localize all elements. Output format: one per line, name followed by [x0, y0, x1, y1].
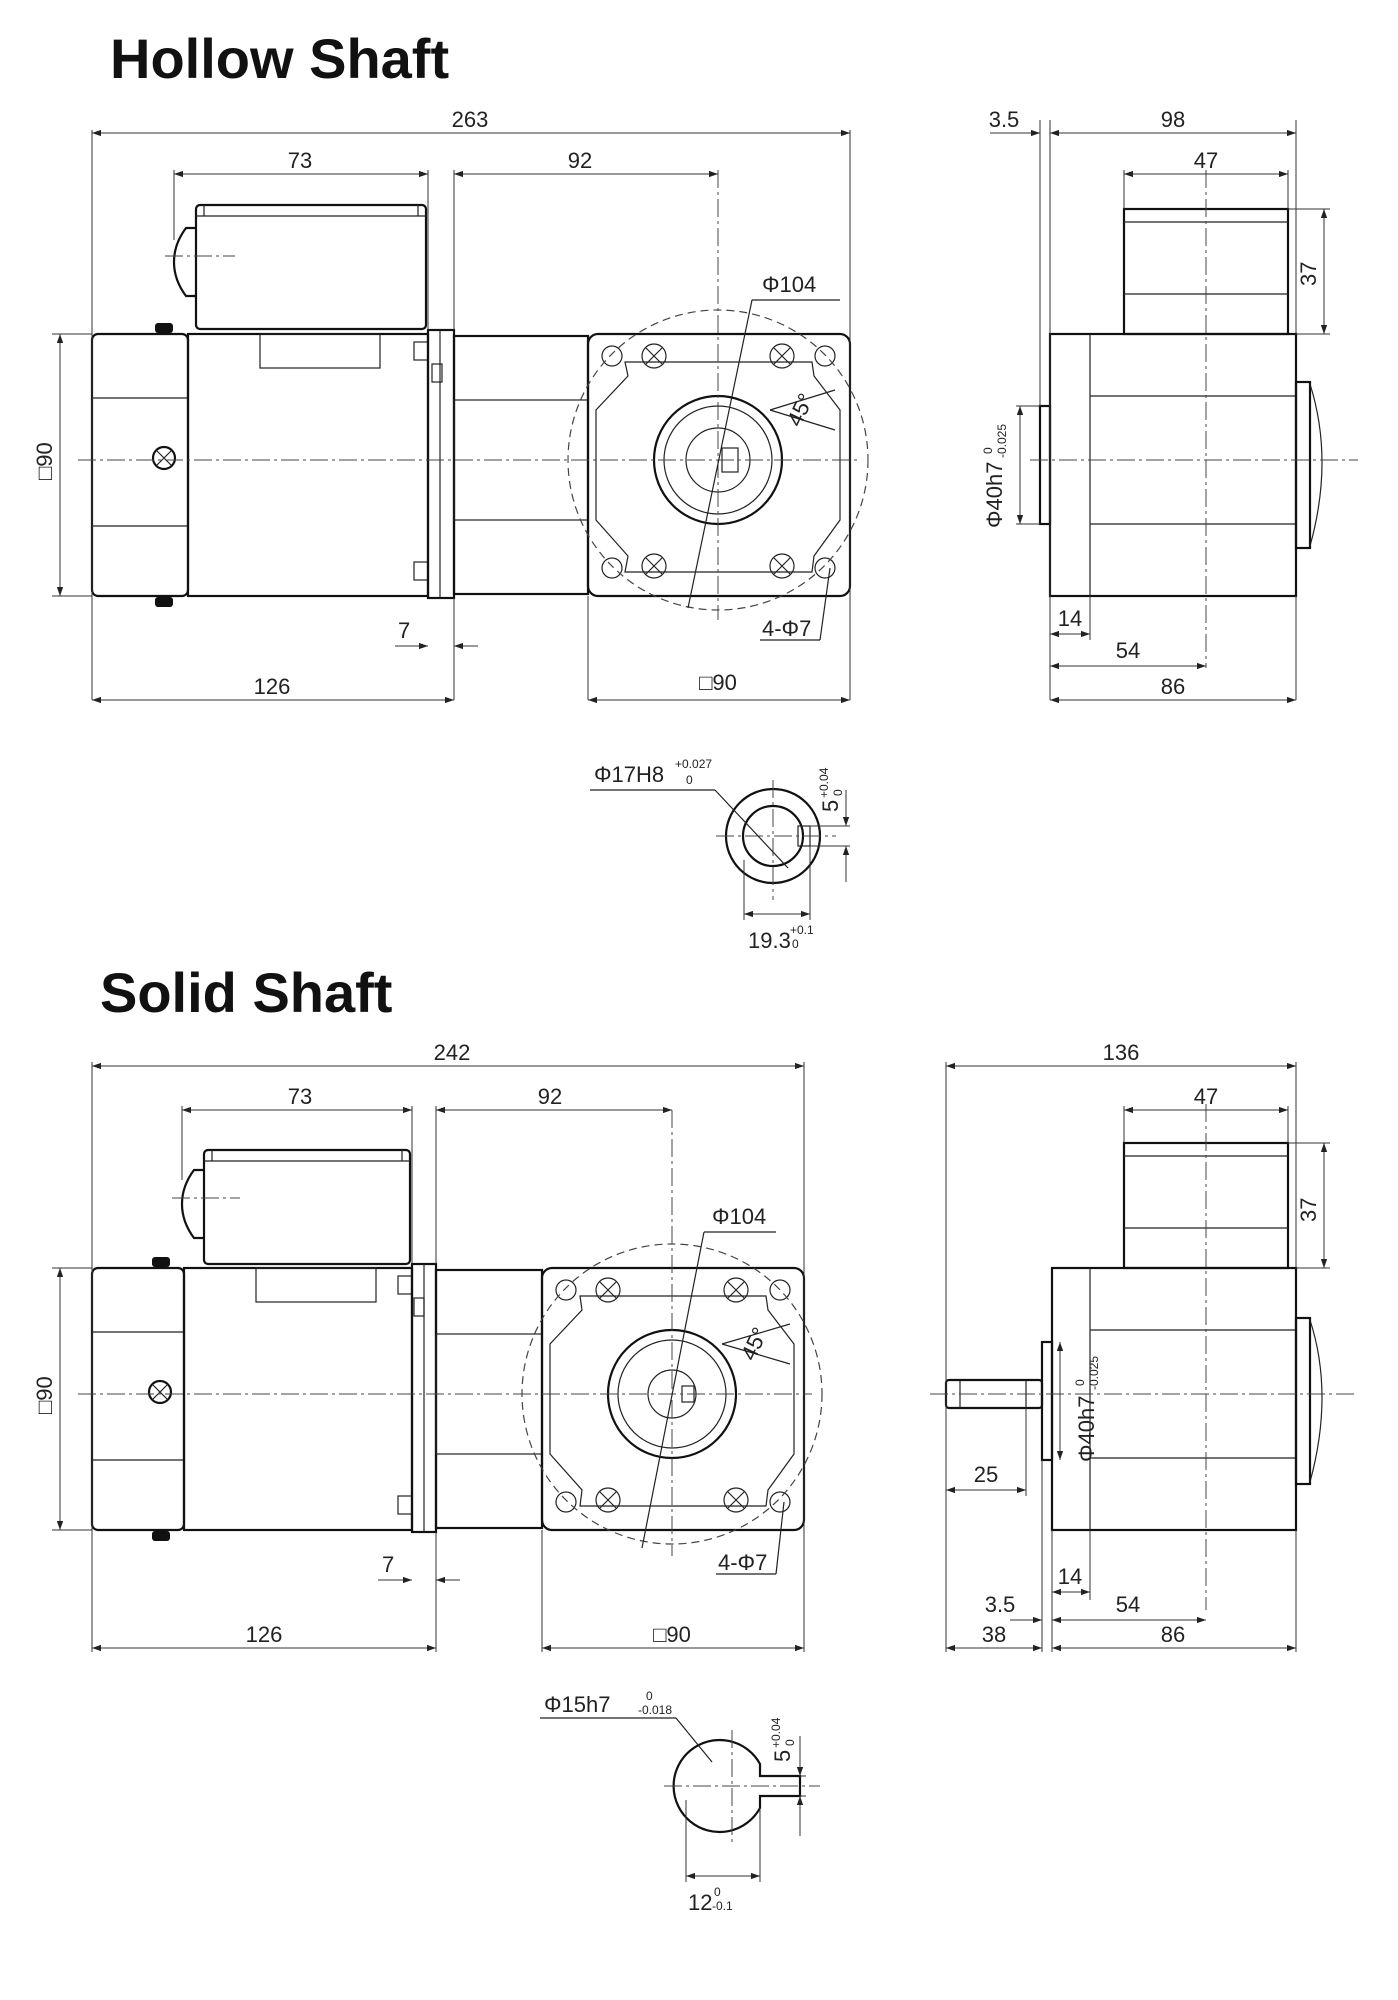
- hollow-bore-dia-tol-upper: +0.027: [675, 757, 712, 771]
- solid-end-box-height: 37: [1296, 1198, 1321, 1222]
- solid-end-d86: 86: [1161, 1622, 1185, 1647]
- hollow-end-offset: 3.5: [989, 107, 1020, 132]
- solid-shaft-depth-tol-upper: 0: [714, 1885, 721, 1899]
- solid-shaft-key-tol-lower: 0: [783, 1739, 797, 1746]
- hollow-end-box-width: 47: [1194, 148, 1218, 173]
- hollow-bore-dia-tol-lower: 0: [686, 773, 693, 787]
- solid-end-pilot-tol-upper: 0: [1073, 1379, 1087, 1386]
- hollow-end-pilot: Φ40h7: [982, 462, 1007, 529]
- solid-end-box-width: 47: [1194, 1084, 1218, 1109]
- hollow-end-width: 98: [1161, 107, 1185, 132]
- solid-side-dimensions: [52, 1062, 805, 1652]
- solid-shaft-dia-tol-upper: 0: [646, 1689, 653, 1703]
- hollow-end-d14: 14: [1058, 606, 1082, 631]
- solid-title: Solid Shaft: [100, 961, 392, 1024]
- solid-gear-head-length: 92: [538, 1084, 562, 1109]
- solid-shaft-key-tol-upper: +0.04: [769, 1717, 783, 1748]
- solid-shaft-depth-tol-lower: -0.1: [712, 1899, 733, 1913]
- hollow-flange-thickness: 7: [398, 618, 410, 643]
- hollow-bore-depth-tol-lower: 0: [792, 937, 799, 951]
- solid-key-group: 5 +0.04 0: [769, 1717, 797, 1762]
- solid-shaft-diameter: Φ15h7: [544, 1692, 611, 1717]
- hollow-gear-square: □90: [699, 670, 737, 695]
- hollow-bore-diameter: Φ17H8: [594, 762, 664, 787]
- hollow-flange-pcd: Φ104: [762, 272, 816, 297]
- hollow-end-box-height: 37: [1296, 262, 1321, 286]
- solid-end-view: [930, 1104, 1358, 1610]
- hollow-bore-key-width: 5: [818, 800, 843, 812]
- solid-mounting-holes: 4-Φ7: [718, 1550, 767, 1575]
- solid-end-pilot-tol-lower: -0.025: [1087, 1356, 1101, 1390]
- hollow-side-dimensions: [52, 129, 851, 704]
- hollow-end-view: [1030, 170, 1358, 668]
- hollow-overall-length: 263: [452, 107, 489, 132]
- hollow-end-d54: 54: [1116, 638, 1140, 663]
- solid-shaft-key-depth: 12: [688, 1890, 712, 1915]
- hollow-end-pilot-tol-lower: -0.025: [995, 424, 1009, 458]
- hollow-terminal-box-length: 73: [288, 148, 312, 173]
- solid-shaft-detail: [540, 1717, 820, 1882]
- solid-end-offset: 3.5: [985, 1592, 1016, 1617]
- solid-flange-thickness: 7: [382, 1552, 394, 1577]
- solid-end-d54: 54: [1116, 1592, 1140, 1617]
- hollow-end-dimensions: [990, 120, 1330, 704]
- solid-flange-pcd: Φ104: [712, 1204, 766, 1229]
- solid-end-d14: 14: [1058, 1564, 1082, 1589]
- hollow-title: Hollow Shaft: [110, 27, 449, 90]
- solid-terminal-box-length: 73: [288, 1084, 312, 1109]
- solid-end-dimensions: [945, 1062, 1330, 1652]
- solid-shaft-key-width: 5: [770, 1750, 795, 1762]
- solid-motor-length: 126: [246, 1622, 283, 1647]
- hollow-bore-key-tol-upper: +0.04: [817, 767, 831, 798]
- hollow-motor-length: 126: [254, 674, 291, 699]
- hollow-frame-size: □90: [32, 442, 57, 480]
- hollow-angle: 45°: [782, 389, 819, 430]
- hollow-bore-key-depth: 19.3: [748, 928, 791, 953]
- solid-gear-square: □90: [653, 1622, 691, 1647]
- solid-end-width: 136: [1103, 1040, 1140, 1065]
- hollow-key-group: 5 +0.04 0: [817, 767, 845, 812]
- solid-side-view: [78, 1110, 823, 1575]
- solid-frame-size: □90: [32, 1376, 57, 1414]
- hollow-bore-depth-tol-upper: +0.1: [790, 923, 814, 937]
- solid-end-shaft-length: 25: [974, 1462, 998, 1487]
- hollow-gear-head-length: 92: [568, 148, 592, 173]
- solid-end-pilot: Φ40h7: [1074, 1396, 1099, 1463]
- solid-end-d38: 38: [982, 1622, 1006, 1647]
- hollow-end-d86: 86: [1161, 674, 1185, 699]
- solid-end-pilot-group: Φ40h7 0 -0.025: [1073, 1356, 1101, 1462]
- hollow-end-pilot-group: Φ40h7 0 -0.025: [981, 424, 1009, 528]
- solid-shaft-dia-tol-lower: -0.018: [638, 1703, 672, 1717]
- solid-overall-length: 242: [434, 1040, 471, 1065]
- hollow-bore-detail: [590, 780, 850, 920]
- hollow-mounting-holes: 4-Φ7: [762, 616, 811, 641]
- hollow-bore-key-tol-lower: 0: [831, 789, 845, 796]
- hollow-end-pilot-tol-upper: 0: [981, 447, 995, 454]
- solid-angle: 45°: [736, 1323, 773, 1364]
- hollow-side-view: [78, 170, 868, 641]
